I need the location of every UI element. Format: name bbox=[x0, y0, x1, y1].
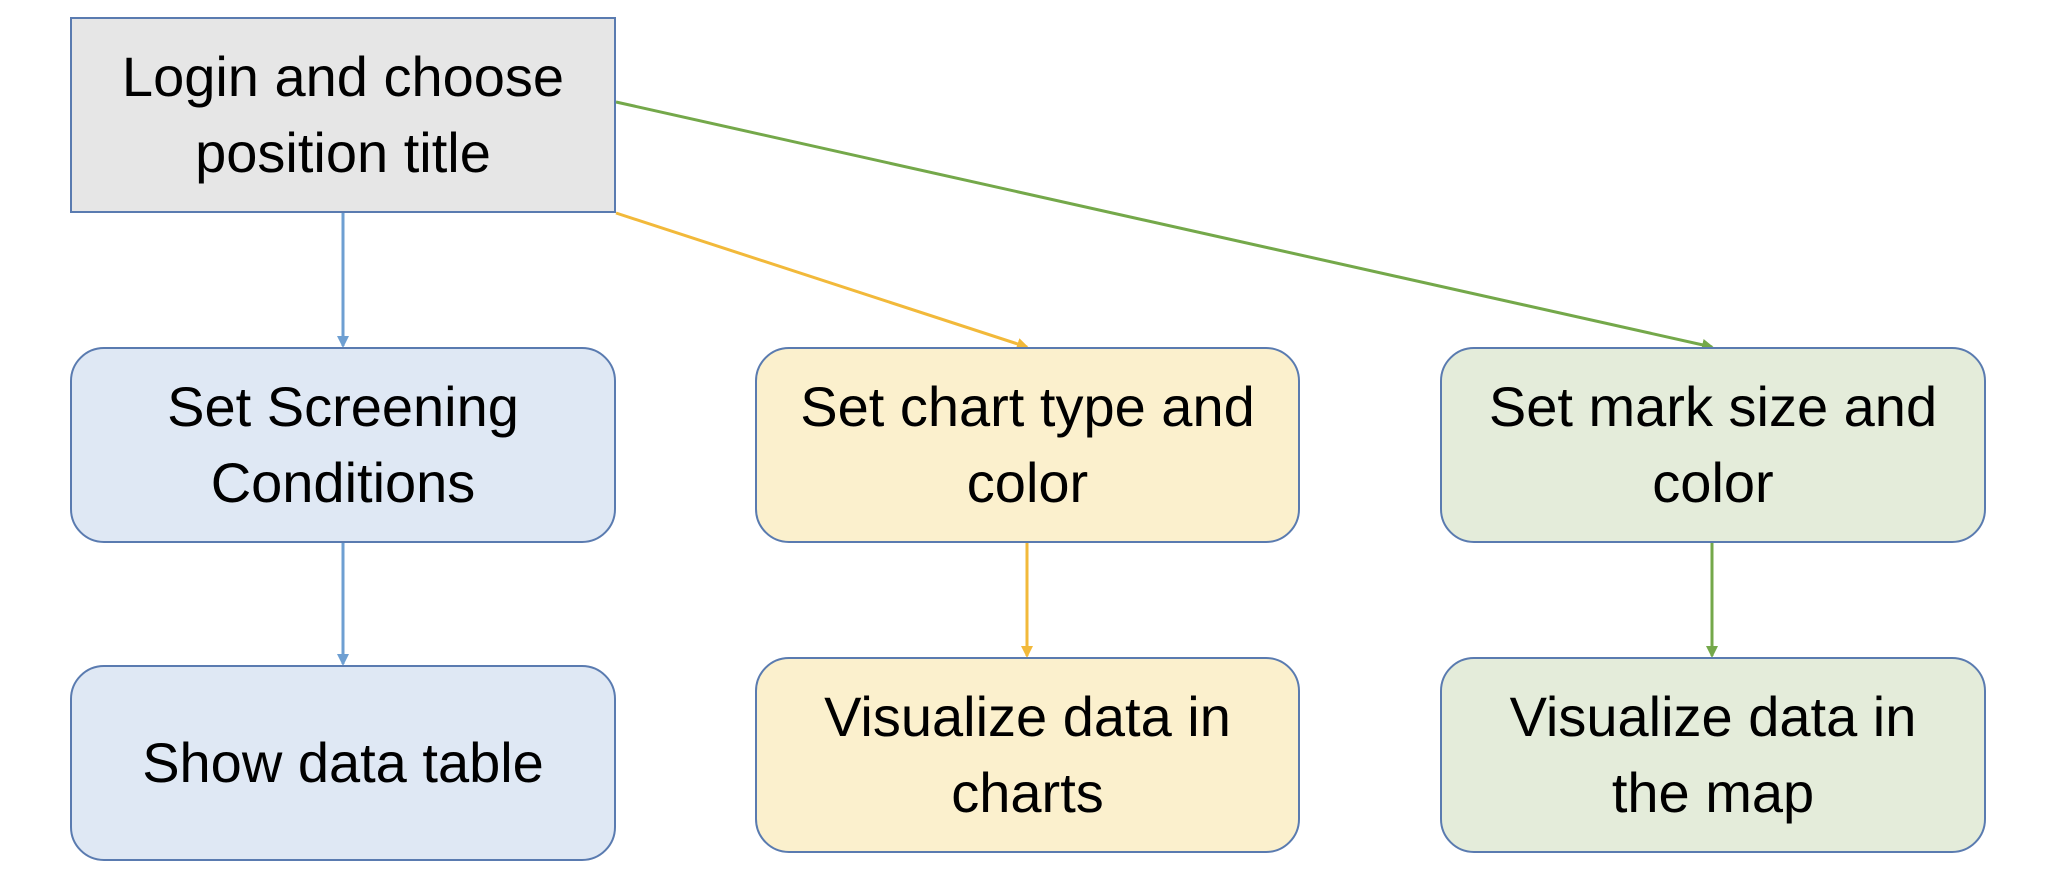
node-set-mark-size-label: Set mark size and color bbox=[1488, 375, 1938, 514]
node-visualize-charts: Visualize data in charts bbox=[755, 657, 1300, 853]
node-login-label: Login and choose position title bbox=[121, 45, 565, 184]
node-visualize-map-label: Visualize data in the map bbox=[1509, 685, 1917, 824]
node-set-mark-size: Set mark size and color bbox=[1440, 347, 1986, 543]
node-show-data-table: Show data table bbox=[70, 665, 616, 861]
node-set-chart-type-label: Set chart type and color bbox=[800, 375, 1255, 514]
node-visualize-charts-label: Visualize data in charts bbox=[824, 685, 1231, 824]
node-login: Login and choose position title bbox=[70, 17, 616, 213]
node-visualize-map: Visualize data in the map bbox=[1440, 657, 1986, 853]
node-set-chart-type: Set chart type and color bbox=[755, 347, 1300, 543]
edge-login-to-chart-settings bbox=[615, 211, 1029, 350]
node-set-screening-conditions-label: Set Screening Conditions bbox=[167, 375, 519, 514]
node-show-data-table-label: Show data table bbox=[142, 731, 544, 794]
edge-login-to-mark-settings bbox=[615, 100, 1714, 351]
node-set-screening-conditions: Set Screening Conditions bbox=[70, 347, 616, 543]
